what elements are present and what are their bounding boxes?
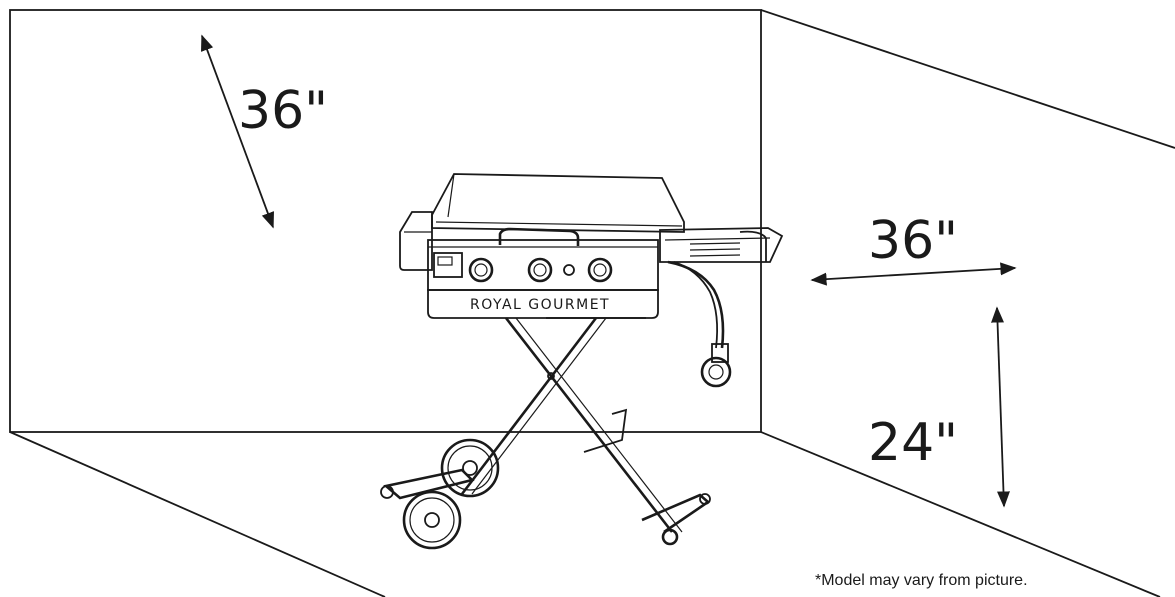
grill-lid xyxy=(432,174,684,232)
right-side-shelf xyxy=(660,228,782,262)
gas-regulator xyxy=(702,344,730,386)
control-knob-middle xyxy=(529,259,551,281)
lid-handle xyxy=(500,229,578,246)
right-wall-top-edge xyxy=(761,10,1175,148)
side-clearance-label: 36" xyxy=(868,211,958,271)
brand-label: ROYAL GOURMET xyxy=(470,297,610,313)
footnote: *Model may vary from picture. xyxy=(815,572,1028,590)
back-wall xyxy=(10,10,761,432)
rear-height-label: 36" xyxy=(238,81,328,141)
left-floor-edge xyxy=(10,432,385,597)
control-knob-left xyxy=(470,259,492,281)
wheel-rear xyxy=(442,440,498,496)
control-knob-right xyxy=(589,259,611,281)
grill-illustration: ROYAL GOURMET xyxy=(381,174,782,548)
front-clearance-label: 24" xyxy=(868,413,958,473)
rear-leg-foot xyxy=(663,530,677,544)
wheel-front xyxy=(404,492,460,548)
front-clearance-arrow xyxy=(997,308,1004,506)
igniter-button xyxy=(564,265,574,275)
folding-legs xyxy=(381,318,710,532)
